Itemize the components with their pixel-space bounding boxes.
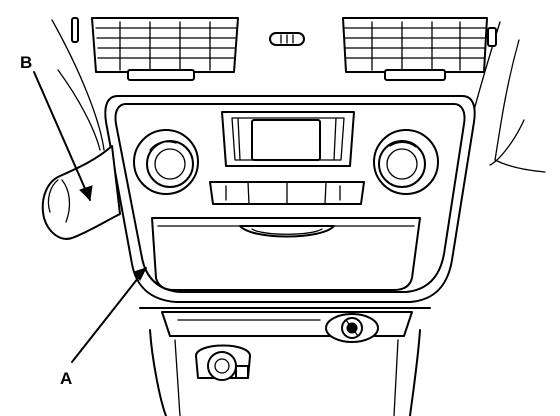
callout-label-b: B — [20, 53, 32, 72]
callout-a-leader — [71, 267, 147, 363]
storage-tray — [151, 217, 421, 291]
lower-console — [139, 307, 431, 416]
hazard-switch — [269, 32, 305, 46]
left-air-vent — [91, 17, 239, 81]
technician-hand — [41, 145, 121, 240]
lower-cup-holder — [195, 344, 251, 381]
audio-button-row — [209, 181, 365, 205]
left-control-knob — [133, 129, 199, 195]
right-air-vent — [342, 17, 497, 81]
callout-b-leader — [33, 71, 93, 202]
audio-display-unit — [221, 111, 355, 167]
right-control-knob — [373, 129, 439, 195]
callout-label-a: A — [60, 369, 72, 388]
left-vent-edge-trim — [71, 17, 79, 43]
power-outlet — [325, 313, 379, 343]
